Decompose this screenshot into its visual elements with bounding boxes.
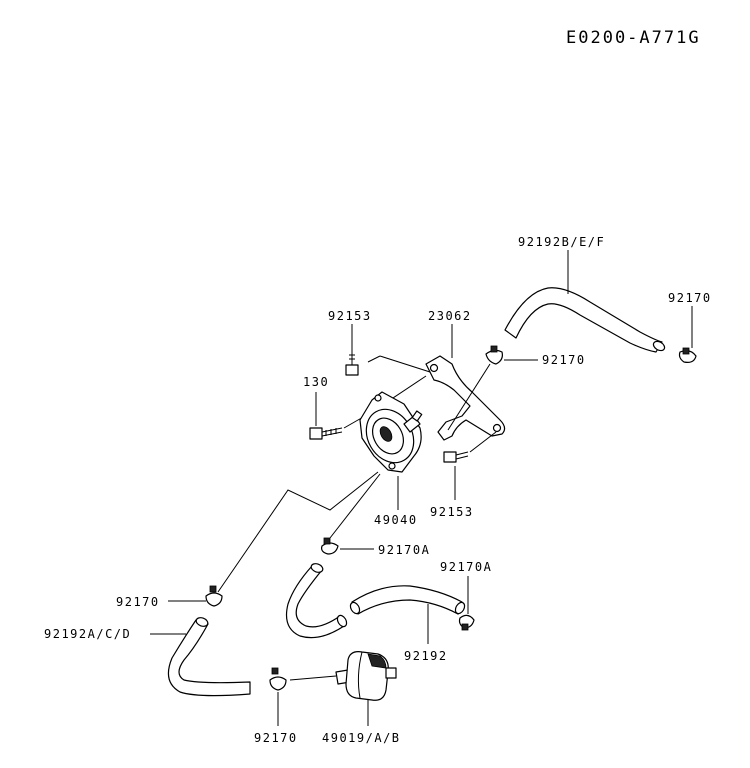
label-bolt-top: 92153 bbox=[328, 309, 372, 323]
label-clamp-bracket: 92170 bbox=[542, 353, 586, 367]
hose-s-curve bbox=[285, 563, 348, 639]
label-hose-upper: 92192B/E/F bbox=[518, 235, 605, 249]
label-hose-left: 92192A/C/D bbox=[44, 627, 131, 641]
label-clamp-left: 92170 bbox=[116, 595, 160, 609]
clamp-a-center-icon bbox=[321, 537, 339, 555]
fuel-filter bbox=[335, 651, 397, 701]
label-hose-center: 92192 bbox=[404, 649, 448, 663]
clamp-upper-right-icon bbox=[678, 347, 697, 363]
diagram-code: E0200-A771G bbox=[566, 28, 701, 48]
label-bolt-130: 130 bbox=[303, 375, 329, 389]
hose-left bbox=[167, 617, 251, 697]
label-bolt-right: 92153 bbox=[430, 505, 474, 519]
fuel-pump bbox=[359, 391, 423, 473]
label-bracket: 23062 bbox=[428, 309, 472, 323]
bolt-130-icon bbox=[309, 427, 343, 440]
label-clamp-a-center: 92170A bbox=[378, 543, 430, 557]
hose-upper bbox=[504, 287, 666, 353]
clamp-left-icon bbox=[205, 585, 223, 607]
clamp-bottom-icon bbox=[269, 667, 287, 691]
bolt-top-icon bbox=[345, 352, 359, 376]
clamp-a-right-icon bbox=[458, 614, 475, 631]
label-fuel-filter: 49019/A/B bbox=[322, 731, 401, 745]
hose-center bbox=[349, 585, 466, 615]
bolt-right-icon bbox=[443, 451, 469, 463]
clamp-bracket-icon bbox=[485, 345, 503, 365]
label-clamp-upper-right: 92170 bbox=[668, 291, 712, 305]
label-clamp-a-right: 92170A bbox=[440, 560, 492, 574]
bracket bbox=[425, 355, 506, 441]
label-fuel-pump: 49040 bbox=[374, 513, 418, 527]
label-clamp-bottom: 92170 bbox=[254, 731, 298, 745]
